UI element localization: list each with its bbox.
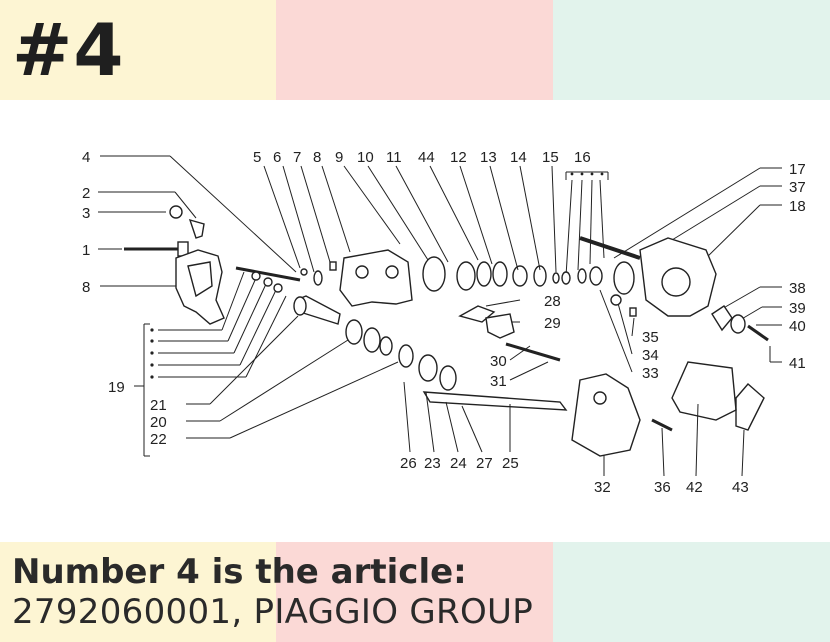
article-number: 2792060001, PIAGGIO GROUP <box>12 592 534 632</box>
label-13: 13 <box>480 149 497 166</box>
label-44: 44 <box>418 149 435 166</box>
label-22: 22 <box>150 431 167 448</box>
label-14: 14 <box>510 149 527 166</box>
label-23: 23 <box>424 455 441 472</box>
label-41: 41 <box>789 355 806 372</box>
label-4: 4 <box>82 149 90 166</box>
label-9: 9 <box>335 149 343 166</box>
label-34: 34 <box>642 347 659 364</box>
band-pink-bottom <box>276 542 553 642</box>
label-24: 24 <box>450 455 467 472</box>
label-5: 5 <box>253 149 261 166</box>
label-37: 37 <box>789 179 806 196</box>
label-30: 30 <box>490 353 507 370</box>
caption-title: Number 4 is the article: <box>12 552 467 592</box>
label-19: 19 <box>108 379 125 396</box>
label-15: 15 <box>542 149 559 166</box>
label-8-top: 8 <box>313 149 321 166</box>
label-29: 29 <box>544 315 561 332</box>
exploded-parts-diagram: 4 2 3 1 8 5 6 7 8 9 10 11 44 12 13 14 15… <box>82 149 806 496</box>
band-cream <box>0 0 276 100</box>
label-2: 2 <box>82 185 90 202</box>
band-mint <box>553 0 830 100</box>
band-cream-bottom <box>0 542 276 642</box>
top-band <box>0 0 830 100</box>
label-36: 36 <box>654 479 671 496</box>
item-number: #4 <box>12 8 125 92</box>
label-38: 38 <box>789 280 806 297</box>
label-32: 32 <box>594 479 611 496</box>
label-16: 16 <box>574 149 591 166</box>
label-17: 17 <box>789 161 806 178</box>
label-39: 39 <box>789 300 806 317</box>
caption: Number 4 is the article: 2792060001, PIA… <box>12 552 533 632</box>
label-8-left: 8 <box>82 279 90 296</box>
band-mint-bottom <box>553 542 830 642</box>
label-6: 6 <box>273 149 281 166</box>
band-pink <box>276 0 553 100</box>
label-11: 11 <box>386 149 402 166</box>
label-35: 35 <box>642 329 659 346</box>
label-10: 10 <box>357 149 374 166</box>
label-12: 12 <box>450 149 467 166</box>
label-40: 40 <box>789 318 806 335</box>
label-21: 21 <box>150 397 167 414</box>
label-33: 33 <box>642 365 659 382</box>
label-20: 20 <box>150 414 167 431</box>
label-27: 27 <box>476 455 493 472</box>
diagram-labels: 4 2 3 1 8 5 6 7 8 9 10 11 44 12 13 14 15… <box>82 149 806 496</box>
bottom-band <box>0 542 830 642</box>
label-18: 18 <box>789 198 806 215</box>
label-28: 28 <box>544 293 561 310</box>
label-25: 25 <box>502 455 519 472</box>
label-42: 42 <box>686 479 703 496</box>
label-43: 43 <box>732 479 749 496</box>
label-3: 3 <box>82 205 90 222</box>
label-31: 31 <box>490 373 507 390</box>
label-26: 26 <box>400 455 417 472</box>
label-1: 1 <box>82 242 90 259</box>
label-7: 7 <box>293 149 301 166</box>
